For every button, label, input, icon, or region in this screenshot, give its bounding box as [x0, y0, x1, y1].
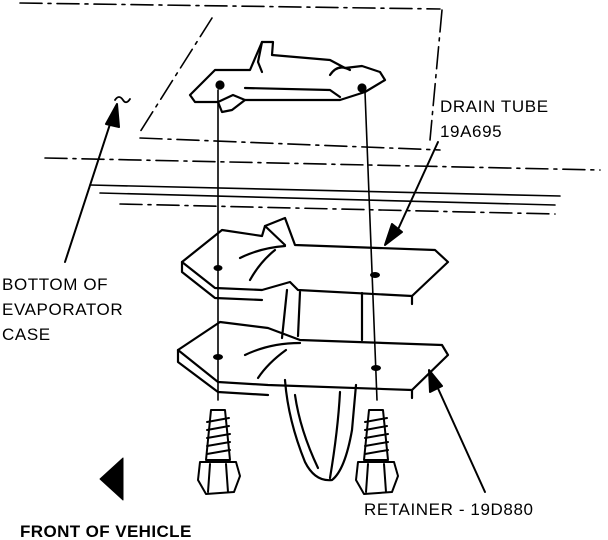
front-arrow-icon	[99, 457, 124, 501]
drain-tube-part-number: 19A695	[440, 122, 503, 141]
drain-tube-body	[280, 288, 364, 342]
bottom-of-case-line-2: EVAPORATOR	[2, 300, 124, 319]
leader-arrow-retainer	[428, 369, 486, 493]
leader-arrow-drain-tube	[384, 141, 439, 246]
drain-tube-spout	[283, 378, 358, 482]
bottom-of-case-line-3: CASE	[2, 325, 51, 344]
bottom-of-case-line-1: BOTTOM OF	[2, 275, 109, 294]
leader-arrow-bottom-of-case	[64, 103, 120, 263]
upper-mounting-bracket	[188, 40, 387, 114]
drain-tube-label: DRAIN TUBE 19A695	[440, 94, 549, 144]
alignment-lines	[217, 89, 378, 401]
front-of-vehicle-label: FRONT OF VEHICLE	[20, 522, 192, 540]
screw-icon	[197, 409, 241, 495]
drain-tube-name: DRAIN TUBE	[440, 97, 549, 116]
bottom-of-case-label: BOTTOM OF EVAPORATOR CASE	[2, 272, 123, 347]
drain-tube-flange	[180, 216, 450, 306]
retainer-plate	[176, 320, 450, 400]
screw-icon	[355, 409, 399, 495]
evaporator-case-outline	[19, 2, 601, 215]
retainer-label: RETAINER - 19D880	[364, 500, 534, 519]
